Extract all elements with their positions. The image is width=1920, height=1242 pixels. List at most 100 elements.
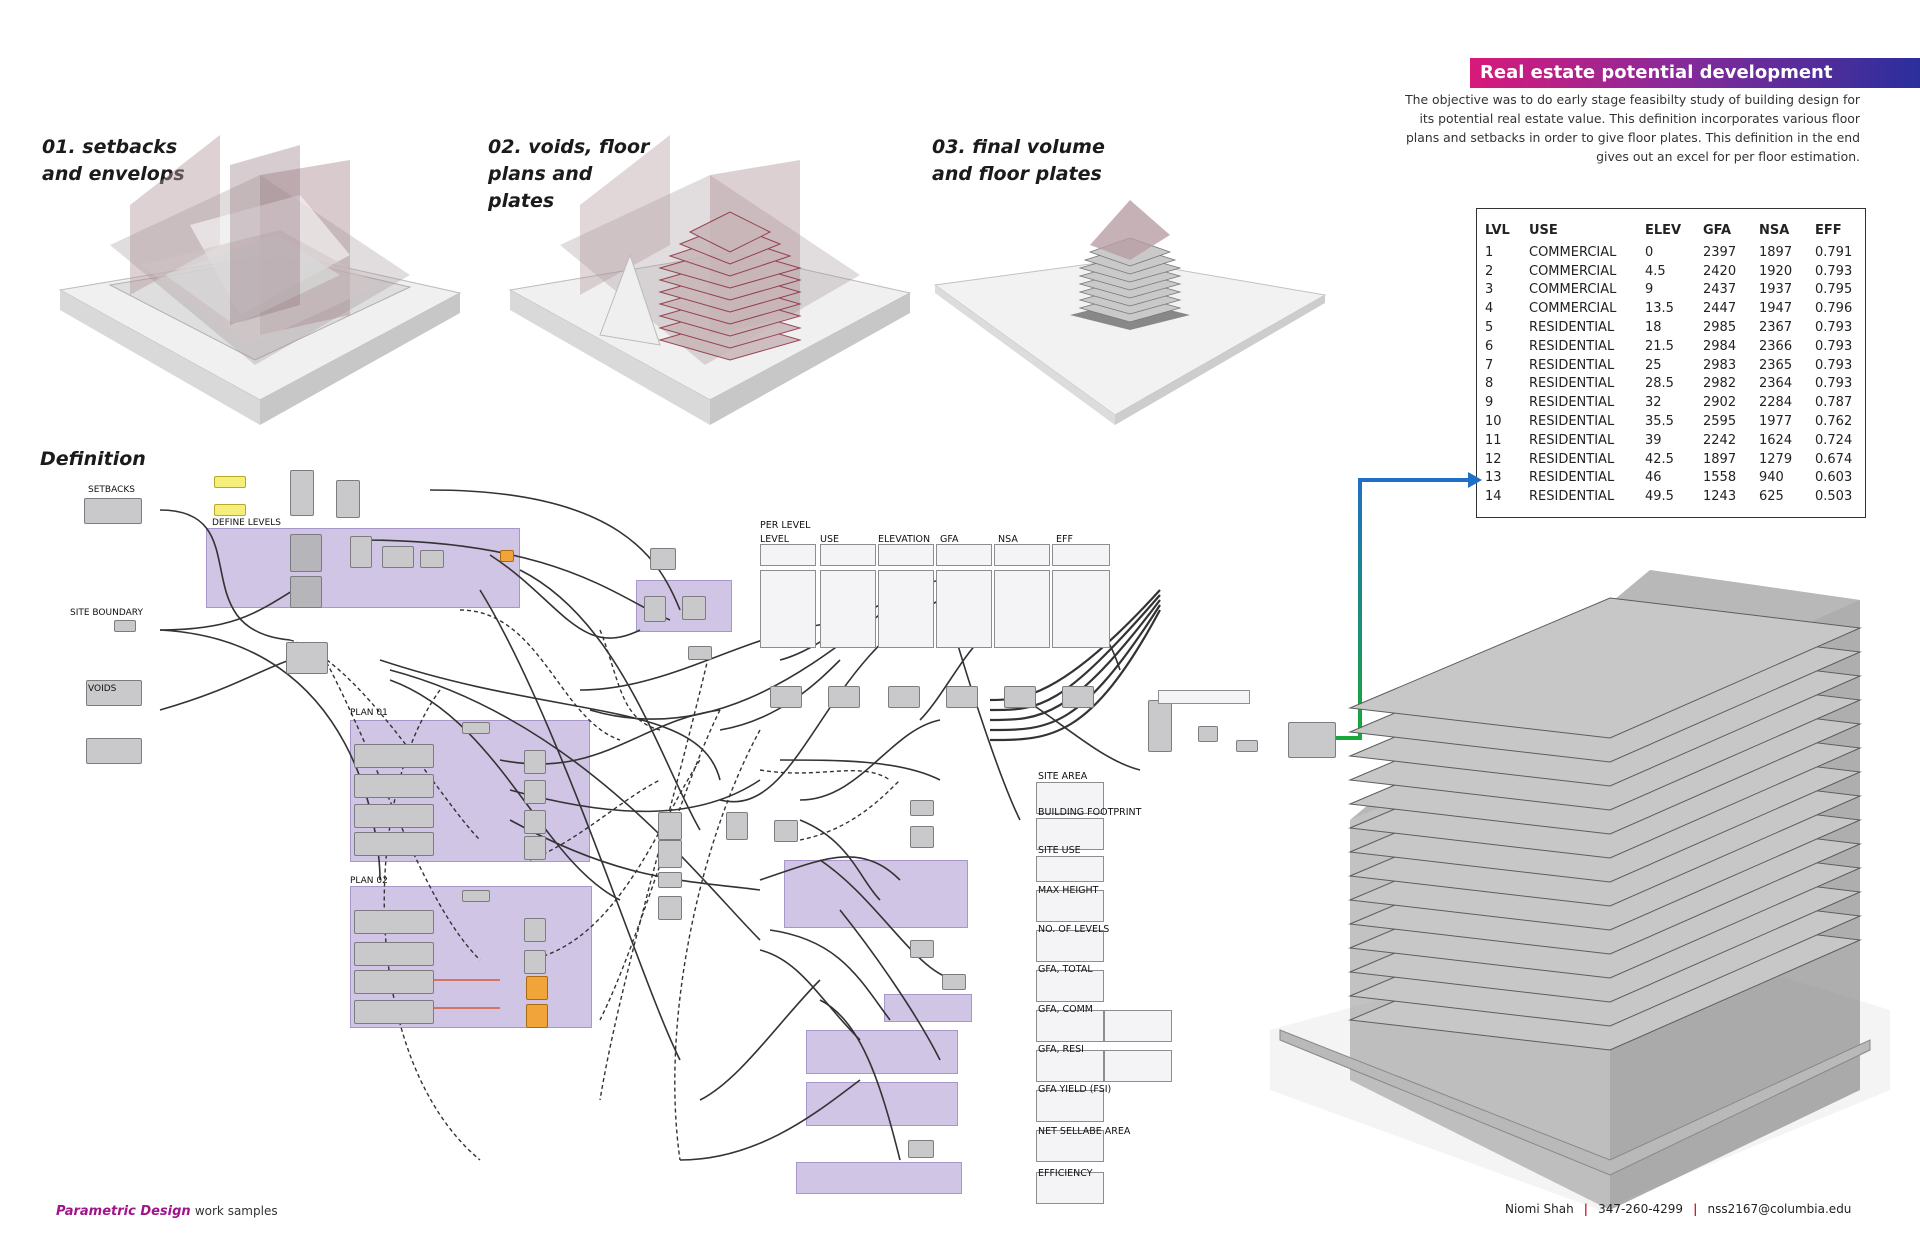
table-cell: 7 bbox=[1485, 357, 1494, 373]
gh-node[interactable] bbox=[682, 596, 706, 620]
gh-node[interactable] bbox=[658, 872, 682, 888]
gh-node[interactable] bbox=[1062, 686, 1094, 708]
gh-node[interactable] bbox=[350, 536, 372, 568]
gh-node[interactable] bbox=[524, 836, 546, 860]
output-efficiency-label: EFFICIENCY bbox=[1038, 1168, 1093, 1179]
table-cell: 25 bbox=[1645, 357, 1662, 373]
step-02-title: 02. voids, floor plans and plates bbox=[488, 136, 650, 212]
gh-node[interactable] bbox=[942, 974, 966, 990]
output-site-area-label: SITE AREA bbox=[1038, 771, 1088, 782]
gh-node[interactable] bbox=[1198, 726, 1218, 742]
per-level-data-panel bbox=[1052, 570, 1110, 648]
table-cell: 0.787 bbox=[1815, 395, 1853, 411]
table-cell: 625 bbox=[1759, 489, 1784, 505]
table-cell: 6 bbox=[1485, 338, 1494, 354]
table-cell: 8 bbox=[1485, 376, 1494, 392]
gh-excel-export-node[interactable] bbox=[1288, 722, 1336, 758]
gh-node[interactable] bbox=[286, 642, 328, 674]
table-cell: RESIDENTIAL bbox=[1529, 414, 1615, 430]
table-cell: 2982 bbox=[1703, 376, 1737, 392]
column-header: NSA bbox=[1759, 222, 1790, 238]
gh-layer-param[interactable] bbox=[354, 832, 434, 856]
gh-node[interactable] bbox=[336, 480, 360, 518]
gh-node[interactable] bbox=[658, 840, 682, 868]
output-panel bbox=[1036, 970, 1104, 1002]
setbacks-label: SETBACKS bbox=[88, 485, 135, 495]
gh-node[interactable] bbox=[1004, 686, 1036, 708]
gh-node[interactable] bbox=[650, 548, 676, 570]
gh-yellow-note[interactable] bbox=[214, 476, 246, 488]
table-cell: 1937 bbox=[1759, 282, 1793, 298]
header-title: Real estate potential development analys… bbox=[1480, 62, 1833, 109]
gh-node[interactable] bbox=[774, 820, 798, 842]
table-cell: 1279 bbox=[1759, 451, 1793, 467]
gfa-comm-group bbox=[806, 1030, 958, 1074]
table-cell: 12 bbox=[1485, 451, 1502, 467]
per-level-data-panel bbox=[994, 570, 1050, 648]
gh-node[interactable] bbox=[290, 470, 314, 516]
gh-node[interactable] bbox=[1236, 740, 1258, 752]
gh-node[interactable] bbox=[526, 1004, 548, 1028]
gh-node[interactable] bbox=[910, 940, 934, 958]
gh-node[interactable] bbox=[462, 890, 490, 902]
table-cell: 5 bbox=[1485, 320, 1494, 336]
output-panel bbox=[1036, 1090, 1104, 1122]
table-cell: 0 bbox=[1645, 244, 1654, 260]
gh-layer-param[interactable] bbox=[354, 970, 434, 994]
footer-phone[interactable]: 347-260-4299 bbox=[1598, 1202, 1684, 1216]
gh-node[interactable] bbox=[524, 780, 546, 804]
gh-node[interactable] bbox=[644, 596, 666, 622]
gh-setbacks-param[interactable] bbox=[84, 498, 142, 524]
gh-layer-param[interactable] bbox=[354, 942, 434, 966]
gh-node[interactable] bbox=[828, 686, 860, 708]
gh-node[interactable] bbox=[908, 1140, 934, 1158]
gh-layer-param[interactable] bbox=[354, 910, 434, 934]
gh-node[interactable] bbox=[910, 826, 934, 848]
gh-node[interactable] bbox=[420, 550, 444, 568]
gh-merge-node[interactable] bbox=[1148, 700, 1172, 752]
gh-layer-param[interactable] bbox=[354, 774, 434, 798]
footer-email[interactable]: nss2167@columbia.edu bbox=[1707, 1202, 1852, 1216]
gh-node[interactable] bbox=[658, 812, 682, 840]
gh-voids-param[interactable] bbox=[86, 680, 142, 706]
description-line: plans and setbacks in order to give floo… bbox=[1405, 130, 1860, 145]
gh-node[interactable] bbox=[86, 738, 142, 764]
setbacks-envelope-render bbox=[58, 135, 462, 425]
table-cell: COMMERCIAL bbox=[1529, 301, 1617, 317]
gh-node[interactable] bbox=[770, 686, 802, 708]
footer-separator: | bbox=[1693, 1202, 1698, 1216]
gh-node[interactable] bbox=[910, 800, 934, 816]
voids-label: VOIDS bbox=[88, 684, 117, 694]
table-cell: 0.795 bbox=[1815, 282, 1853, 298]
table-cell: 1 bbox=[1485, 244, 1494, 260]
table-cell: 2364 bbox=[1759, 376, 1793, 392]
table-cell: 2437 bbox=[1703, 282, 1737, 298]
gh-node[interactable] bbox=[462, 722, 490, 734]
gh-node[interactable] bbox=[524, 918, 546, 942]
gh-layer-param[interactable] bbox=[354, 804, 434, 828]
column-header: USE bbox=[1529, 222, 1558, 238]
gh-layer-param[interactable] bbox=[354, 1000, 434, 1024]
gh-node[interactable] bbox=[888, 686, 920, 708]
define-levels-label: DEFINE LEVELS bbox=[212, 518, 281, 528]
table-cell: RESIDENTIAL bbox=[1529, 470, 1615, 486]
footer-separator: | bbox=[1583, 1202, 1589, 1216]
gh-node[interactable] bbox=[526, 976, 548, 1000]
gh-node[interactable] bbox=[290, 576, 322, 608]
gh-node[interactable] bbox=[688, 646, 712, 660]
gh-yellow-note[interactable] bbox=[214, 504, 246, 516]
gh-node[interactable] bbox=[524, 810, 546, 834]
footer-left: Parametric Design work samples bbox=[56, 1204, 278, 1219]
gh-node[interactable] bbox=[524, 750, 546, 774]
gh-node[interactable] bbox=[658, 896, 682, 920]
output-gfa-resi-label: GFA, RESI bbox=[1038, 1044, 1084, 1055]
gh-node[interactable] bbox=[726, 812, 748, 840]
gh-node[interactable] bbox=[290, 534, 322, 572]
gh-site-boundary-param[interactable] bbox=[114, 620, 136, 632]
column-header: EFF bbox=[1815, 222, 1842, 238]
gh-node[interactable] bbox=[382, 546, 414, 568]
gh-node[interactable] bbox=[524, 950, 546, 974]
gh-layer-param[interactable] bbox=[354, 744, 434, 768]
gh-node[interactable] bbox=[946, 686, 978, 708]
gh-node[interactable] bbox=[500, 550, 514, 562]
